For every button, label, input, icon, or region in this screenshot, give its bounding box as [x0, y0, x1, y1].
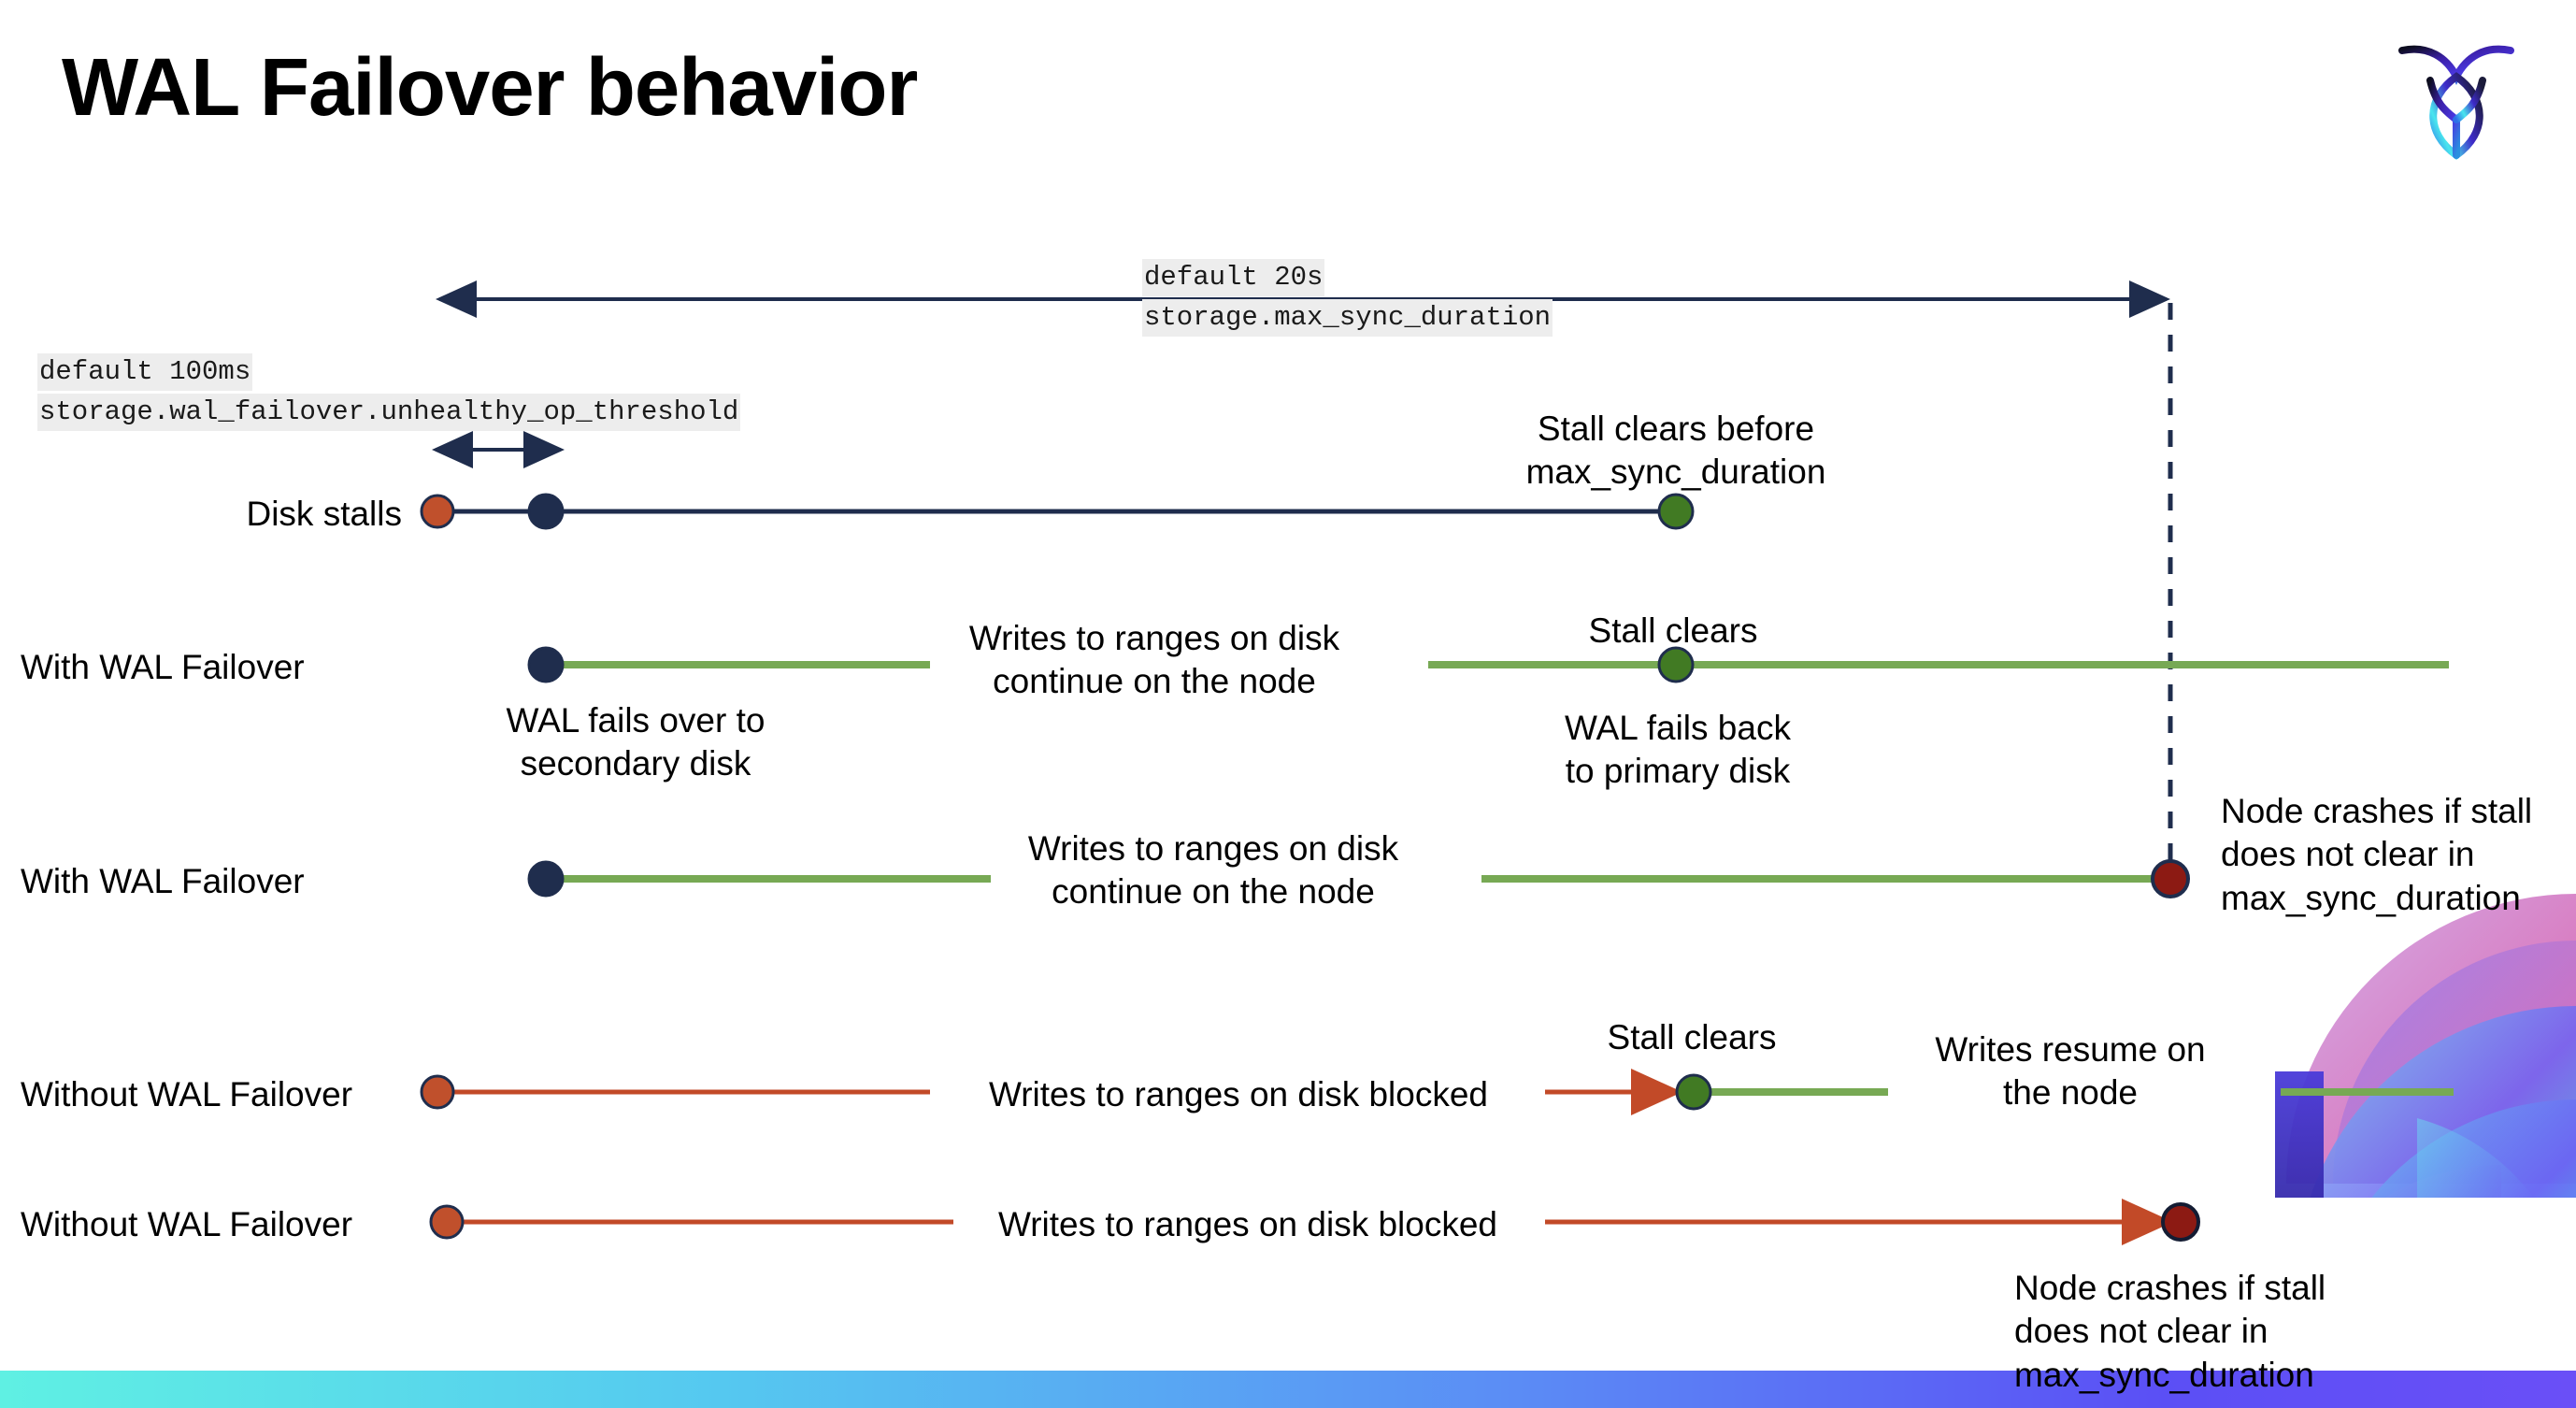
note-wal-fails-over: WAL fails over to secondary disk: [506, 701, 766, 783]
note-writes-blocked-2: Writes to ranges on disk blocked: [997, 1205, 1498, 1243]
row-label-with-wal-failover-2: With WAL Failover: [21, 862, 305, 900]
max-sync-setting-code: storage.max_sync_duration: [1142, 299, 1553, 338]
note-stall-clears-2: Stall clears: [1607, 1018, 1777, 1056]
row-label-disk-stalls: Disk stalls: [246, 495, 402, 533]
wal-failover-start-dot: [527, 646, 565, 683]
note-writes-continue-2: Writes to ranges on disk continue on the…: [1027, 829, 1399, 912]
note-stall-clears-1: Stall clears: [1588, 611, 1758, 650]
row-label-without-wal-failover-2: Without WAL Failover: [21, 1205, 353, 1243]
wal-failback-dot: [1657, 646, 1695, 683]
wal-failover-trigger-dot: [527, 493, 565, 530]
disk-stall-start-dot: [420, 494, 455, 529]
note-stall-clears-before-max-sync: Stall clears before max_sync_duration: [1525, 409, 1826, 492]
note-node-crashes-1: Node crashes if stall does not clear in …: [2221, 792, 2533, 917]
no-failover-stall-clears-dot: [1675, 1073, 1712, 1111]
bottom-gradient-bar: [0, 1371, 2576, 1408]
unhealthy-threshold-default-code: default 100ms: [37, 353, 253, 392]
page-title: WAL Failover behavior: [62, 42, 918, 133]
cockroachdb-logo-icon: [2382, 22, 2531, 172]
no-failover-stall-start-dot: [420, 1074, 455, 1110]
note-writes-resume: Writes resume on the node: [1935, 1030, 2206, 1113]
wal-failover-crash-start-dot: [527, 860, 565, 898]
max-sync-default-code: default 20s: [1142, 259, 1325, 297]
node-crash-dot-with-failover: [2151, 859, 2190, 898]
row-label-with-wal-failover-1: With WAL Failover: [21, 648, 305, 686]
disk-stall-clears-dot: [1657, 493, 1695, 530]
note-writes-continue-1: Writes to ranges on disk continue on the…: [968, 619, 1340, 701]
unhealthy-threshold-setting-code: storage.wal_failover.unhealthy_op_thresh…: [37, 394, 741, 432]
no-failover-crash-start-dot: [429, 1204, 465, 1240]
note-writes-blocked-1: Writes to ranges on disk blocked: [988, 1075, 1489, 1113]
row-label-without-wal-failover-1: Without WAL Failover: [21, 1075, 353, 1113]
note-node-crashes-2: Node crashes if stall does not clear in …: [2014, 1269, 2326, 1394]
note-wal-fails-back: WAL fails back to primary disk: [1565, 709, 1791, 791]
